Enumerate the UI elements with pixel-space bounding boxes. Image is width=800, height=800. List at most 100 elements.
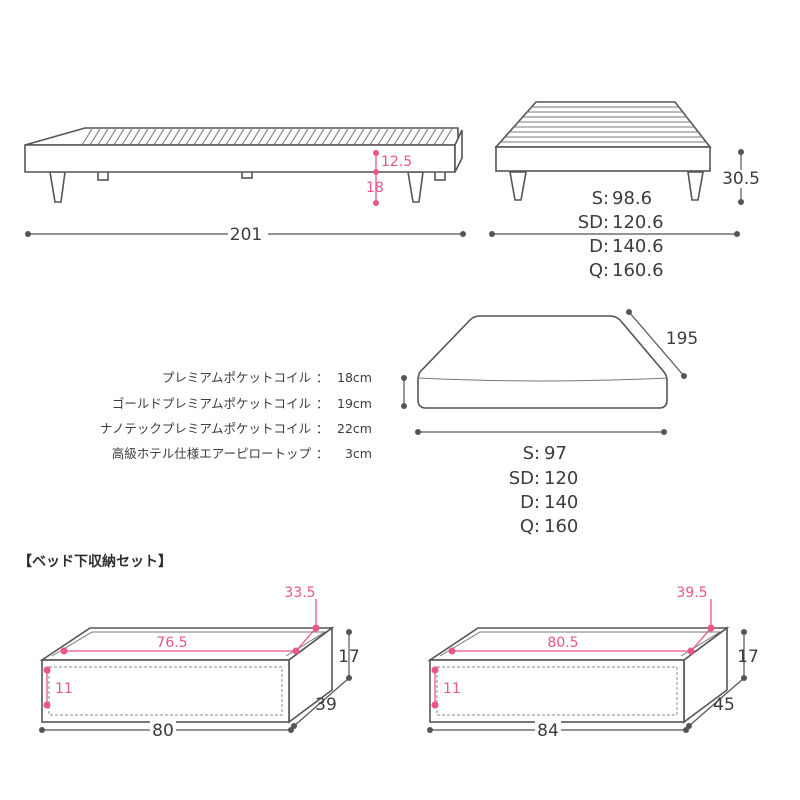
dimension-dot [415, 429, 421, 435]
size-width-value: 160 [544, 516, 578, 537]
marker-dot [707, 624, 715, 632]
marker-dot [431, 701, 439, 709]
bed-slat [257, 128, 269, 146]
bed-leg [509, 171, 527, 201]
bed-slat [313, 128, 325, 146]
marker-dot [431, 666, 439, 674]
bed-leg [407, 171, 424, 203]
bed-slat [169, 128, 181, 146]
dimension-dot [681, 373, 687, 379]
spec-value: 18cm [337, 370, 372, 385]
size-colon: : [603, 260, 609, 281]
spec-name: ナノテックプレミアムポケットコイル [100, 421, 311, 436]
dimension-dot [346, 629, 352, 635]
inner-depth-label: 39.5 [676, 585, 707, 601]
storage-section-title: 【ベッド下収納セット】 [18, 553, 172, 570]
bed-leg [49, 171, 66, 203]
bed-slat [209, 128, 221, 146]
dimension-dot [427, 727, 433, 733]
bed-frame-front-view: 30.5 S : 98.6 SD : 120.6 D : 140.6 Q : 1… [489, 101, 760, 281]
spec-colon: ： [316, 446, 329, 461]
inner-depth-line [295, 627, 317, 652]
bed-slat [161, 128, 173, 146]
bed-slat [369, 128, 381, 146]
marker-dot [373, 200, 379, 206]
spec-name: プレミアムポケットコイル [162, 370, 311, 385]
box-front-panel [429, 659, 685, 723]
size-width-value: 97 [544, 443, 567, 464]
bed-slat [177, 128, 189, 146]
spec-colon: ： [316, 396, 329, 411]
bed-slat [281, 128, 293, 146]
size-code: S [523, 443, 534, 464]
marker-dot [373, 150, 379, 156]
box-height-label: 17 [338, 647, 360, 667]
bed-slat [289, 128, 301, 146]
bed-slat [105, 128, 117, 146]
dimension-dot [738, 149, 744, 155]
bed-slat [129, 128, 141, 146]
bed-rail-end [454, 129, 463, 173]
size-code: Q [520, 516, 534, 537]
inner-depth-line [690, 627, 712, 652]
box-depth-label: 39 [315, 695, 337, 715]
mattress-view: 195 プレミアムポケットコイル ： 18cm ゴールドプレミアムポケットコイル… [100, 309, 698, 537]
bed-slat [361, 128, 373, 146]
size-colon: : [534, 492, 540, 513]
size-width-value: 140 [544, 492, 578, 513]
marker-dot [60, 647, 68, 655]
bed-slat-surface [24, 127, 459, 146]
spec-colon: ： [316, 370, 329, 385]
bed-slat [409, 128, 421, 146]
frame-height-label: 12.5 [381, 154, 412, 170]
dimension-dot [661, 429, 667, 435]
size-width-value: 120.6 [612, 212, 664, 233]
bed-slat [217, 128, 229, 146]
marker-dot [373, 169, 379, 175]
bed-slat [345, 128, 357, 146]
dimension-dot [401, 403, 407, 409]
size-code: Q [589, 260, 603, 281]
size-colon: : [603, 212, 609, 233]
leg-height-label: 18 [366, 180, 384, 196]
storage-box-2: 80.5 39.5 11 17 45 84 [427, 585, 759, 741]
dimension-dot [25, 231, 31, 237]
inner-height-label: 11 [55, 681, 73, 697]
bed-front-slats [500, 106, 707, 143]
size-colon: : [534, 468, 540, 489]
spec-colon: ： [316, 421, 329, 436]
box-stitch [48, 666, 283, 716]
size-width-value: 160.6 [612, 260, 664, 281]
bed-slat [433, 128, 445, 146]
inner-width-label: 76.5 [156, 635, 187, 651]
bed-top-surface [494, 101, 712, 148]
bed-slat [233, 128, 245, 146]
dimension-dot [460, 231, 466, 237]
box-height-label: 17 [737, 647, 759, 667]
bed-slat [329, 128, 341, 146]
dimension-line [293, 677, 350, 727]
mattress-length-label: 195 [666, 329, 698, 349]
bed-slat [401, 128, 413, 146]
bed-slat [417, 128, 429, 146]
box-inner-rim [51, 631, 327, 657]
label-mask [535, 720, 561, 738]
dimension-line [628, 311, 685, 377]
frame-width-list: S : 98.6 SD : 120.6 D : 140.6 Q : 160.6 [578, 188, 664, 281]
bed-slat [121, 128, 133, 146]
bed-slat [353, 128, 365, 146]
size-colon: : [603, 188, 609, 209]
size-code: SD [509, 468, 534, 489]
box-depth-label: 45 [713, 695, 735, 715]
marker-dot [43, 701, 51, 709]
bed-slat [265, 128, 277, 146]
dimension-dot [626, 309, 632, 315]
bed-slat [225, 128, 237, 146]
bed-slat [241, 128, 253, 146]
bed-slat [377, 128, 389, 146]
box-front-panel [41, 659, 290, 723]
mattress-body [417, 315, 668, 409]
size-colon: : [534, 516, 540, 537]
box-stitch [436, 666, 678, 716]
